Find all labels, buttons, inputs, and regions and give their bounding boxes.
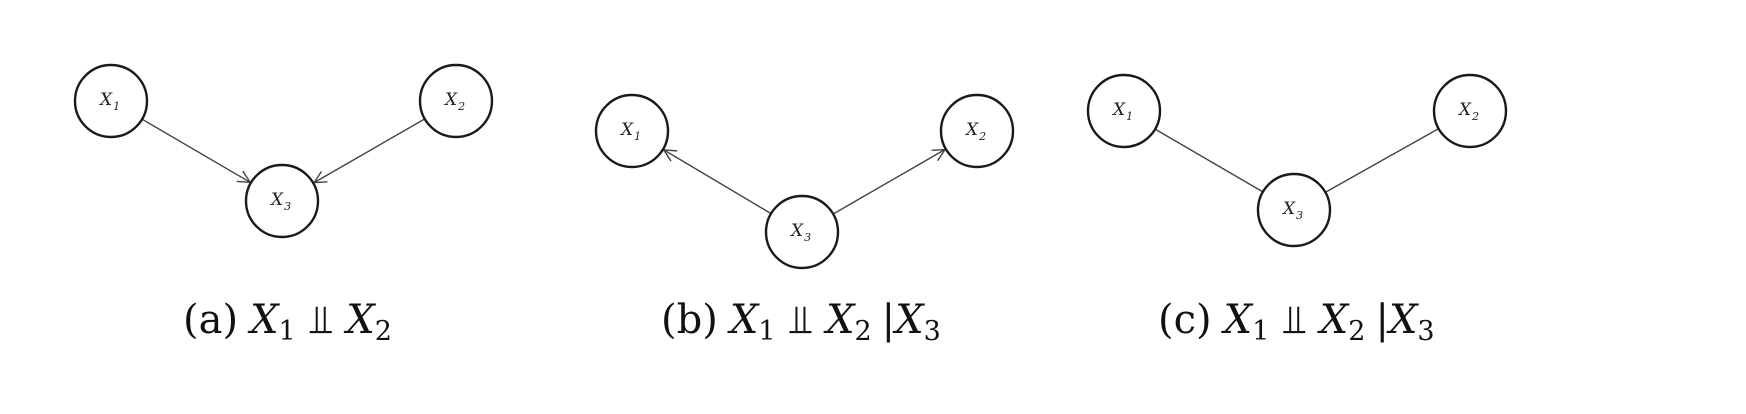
node-subscript: 3 [284,200,291,213]
caption-subscript: 2 [854,316,871,347]
node-subscript: 2 [978,130,986,143]
node-variable: X [1457,100,1472,120]
node-circle [594,93,670,169]
node-circle [764,194,840,270]
node-subscript: 2 [457,100,465,113]
node-variable: X [619,120,634,140]
node-label: X2 [964,120,986,143]
edge-x3-x1-arrow [664,150,772,215]
caption-variable: X [1221,297,1254,343]
caption-variable: X [343,297,376,343]
node-label: X3 [269,190,291,213]
node-subscript: 1 [113,100,120,113]
edge-x1-x3-arrow [141,118,250,182]
caption-prefix: (c) [1158,297,1212,343]
node-label: X3 [1281,199,1303,222]
node-x1: X1 [594,93,670,169]
caption-independence-symbol: ⫫ [790,297,813,343]
caption-variable: X [727,297,760,343]
caption-conditional-bar: | [1375,297,1388,343]
caption-subscript: 2 [1348,316,1365,347]
caption-prefix: (a) [183,297,238,343]
caption-subscript: 1 [1252,316,1269,347]
caption-variable: X [247,297,280,343]
node-circle [1086,73,1162,149]
edge-x1-x3-line [1154,128,1263,193]
node-variable: X [1281,199,1296,219]
node-subscript: 1 [634,130,641,143]
caption-subscript: 3 [1417,316,1434,347]
node-variable: X [789,221,804,241]
node-subscript: 3 [804,231,811,244]
node-variable: X [964,120,979,140]
caption-independence-symbol: ⫫ [1283,297,1306,343]
caption-variable: X [823,297,856,343]
caption-variable: X [892,297,925,343]
node-circle [244,163,320,239]
caption-independence-symbol: ⫫ [310,297,333,343]
edge-x2-x3-line [1325,127,1439,193]
caption-a: (a)X1⫫X2 [183,297,392,347]
caption-subscript: 1 [279,316,296,347]
caption-c: (c)X1⫫X2|X3 [1158,297,1435,347]
node-x2: X2 [939,93,1015,169]
node-x1: X1 [73,63,149,139]
node-circle [939,93,1015,169]
node-variable: X [98,90,113,110]
caption-variable: X [1386,297,1419,343]
node-subscript: 2 [1471,110,1479,123]
node-label: X2 [1457,100,1479,123]
node-x3: X3 [764,194,840,270]
caption-prefix: (b) [661,297,718,343]
edge-x3-x2-arrow [832,150,945,215]
node-circle [418,63,494,139]
edge-x2-x3-arrow [314,118,426,183]
node-x3: X3 [244,163,320,239]
caption-subscript: 3 [924,316,941,347]
caption-subscript: 1 [758,316,775,347]
node-label: X3 [789,221,811,244]
node-label: X2 [443,90,465,113]
caption-variable: X [1317,297,1350,343]
node-x2: X2 [418,63,494,139]
node-label: X1 [1111,100,1133,123]
node-variable: X [443,90,458,110]
caption-b: (b)X1⫫X2|X3 [661,297,941,347]
node-variable: X [269,190,284,210]
node-subscript: 1 [1126,110,1133,123]
node-subscript: 3 [1296,209,1303,222]
node-label: X1 [619,120,641,143]
node-circle [73,63,149,139]
caption-conditional-bar: | [882,297,895,343]
node-label: X1 [98,90,120,113]
node-variable: X [1111,100,1126,120]
node-x2: X2 [1432,73,1508,149]
node-circle [1432,73,1508,149]
node-x1: X1 [1086,73,1162,149]
node-circle [1256,172,1332,248]
node-x3: X3 [1256,172,1332,248]
caption-subscript: 2 [375,316,392,347]
